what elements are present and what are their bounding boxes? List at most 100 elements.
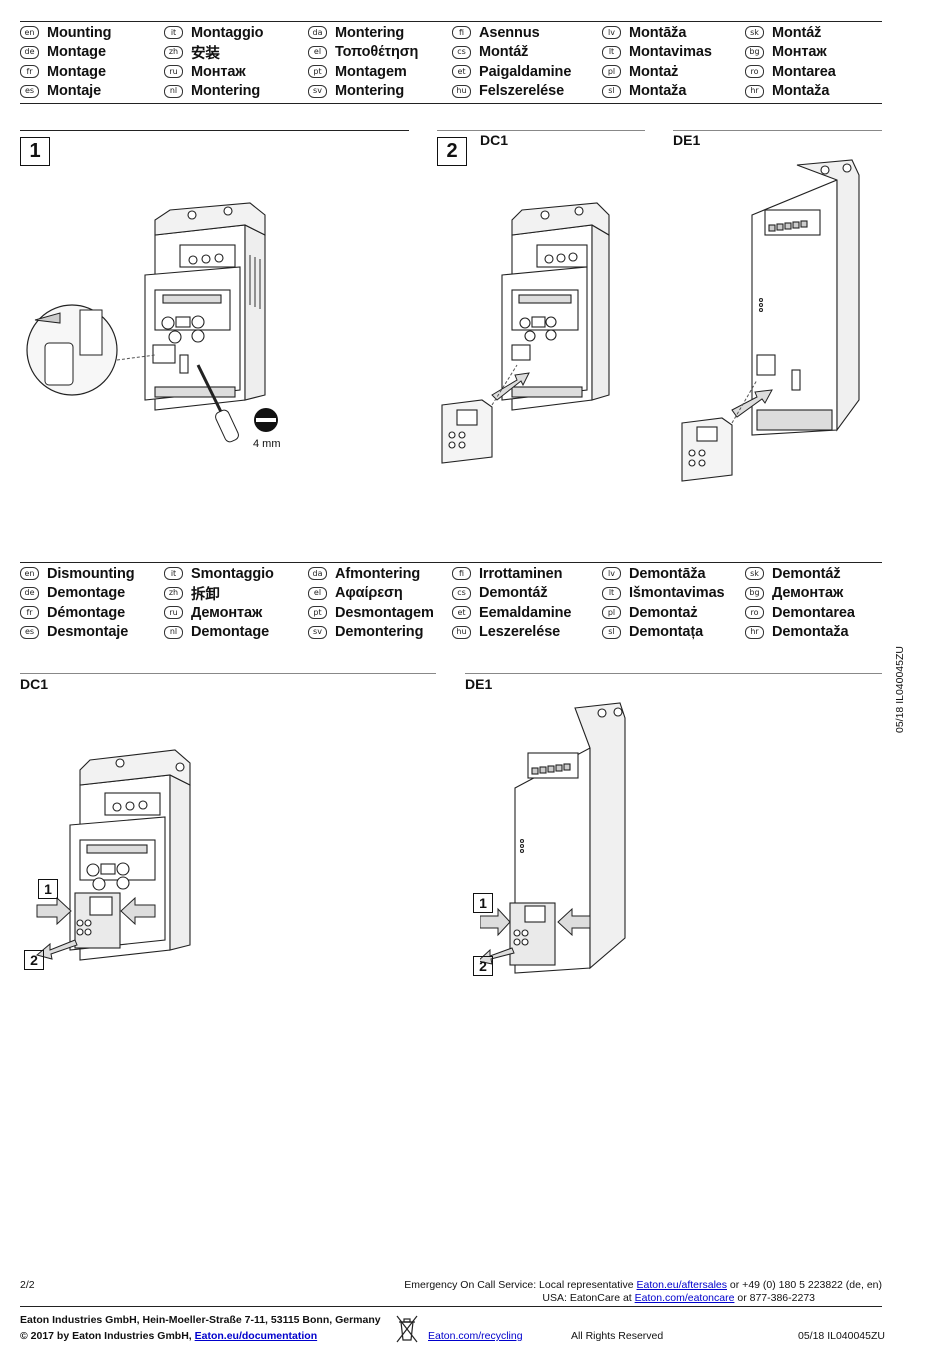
language-heading: Montarea <box>772 63 836 80</box>
language-heading: Démontage <box>47 604 126 621</box>
language-code-badge: lv <box>602 26 621 40</box>
language-entry: el Αφαίρεση <box>308 585 452 603</box>
language-heading: Montavimas <box>629 44 712 61</box>
language-code-badge: sv <box>308 625 327 639</box>
dismount-de1-step2: 2 <box>473 956 493 976</box>
language-heading: Desmontagem <box>335 604 434 621</box>
language-code-badge: pl <box>602 606 621 620</box>
recycling-link[interactable]: Eaton.com/recycling <box>428 1330 523 1342</box>
language-code-badge: pt <box>308 65 327 79</box>
language-code-badge: bg <box>745 586 764 600</box>
dismount-de1-step1: 1 <box>473 893 493 913</box>
language-code-badge: sl <box>602 625 621 639</box>
language-heading: Montaż <box>629 63 679 80</box>
dismount-dc1-label: DC1 <box>20 676 49 692</box>
copyright-prefix: © 2017 by Eaton Industries GmbH, <box>20 1330 195 1342</box>
side-document-code: 05/18 IL040045ZU <box>894 646 906 733</box>
documentation-link[interactable]: Eaton.eu/documentation <box>194 1330 318 1342</box>
language-heading: Αφαίρεση <box>335 585 403 602</box>
language-heading: Afmontering <box>335 565 421 582</box>
language-heading: Leszerelése <box>479 624 561 641</box>
language-code-badge: hr <box>745 625 764 639</box>
language-entry: pt Desmontagem <box>308 604 452 622</box>
dismount-de1-label: DE1 <box>465 676 493 692</box>
eatoncare-link[interactable]: Eaton.com/eatoncare <box>634 1292 735 1304</box>
language-code-badge: sk <box>745 567 764 581</box>
language-heading: Demontaż <box>629 604 698 621</box>
language-code-badge: fi <box>452 26 471 40</box>
copyright-line: © 2017 by Eaton Industries GmbH, Eaton.e… <box>20 1330 317 1342</box>
emergency-prefix: Emergency On Call Service: Local represe… <box>404 1279 637 1291</box>
language-code-badge: cs <box>452 45 471 59</box>
language-heading: Paigaldamine <box>479 63 572 80</box>
language-entry: pt Montagem <box>308 63 452 81</box>
language-code-badge: fr <box>20 606 39 620</box>
step2-badge: 2 <box>437 137 467 166</box>
language-heading: Demontāža <box>629 565 706 582</box>
language-heading: Irrottaminen <box>479 565 563 582</box>
language-code-badge: en <box>20 567 39 581</box>
emergency-line: Emergency On Call Service: Local represe… <box>404 1279 882 1291</box>
language-code-badge: sv <box>308 84 327 98</box>
language-heading: Τοποθέτηση <box>335 44 419 61</box>
language-code-badge: lv <box>602 567 621 581</box>
language-heading: Demontáž <box>479 585 548 602</box>
language-code-badge: el <box>308 586 327 600</box>
language-code-badge: pt <box>308 606 327 620</box>
language-entry: sk Demontáž <box>745 565 882 583</box>
language-code-badge: nl <box>164 625 183 639</box>
language-heading: 安装 <box>191 45 220 62</box>
language-code-badge: da <box>308 26 327 40</box>
dismounting-top-rule <box>20 562 882 563</box>
page-number: 2/2 <box>20 1279 35 1291</box>
rights-text: All Rights Reserved <box>571 1330 664 1342</box>
language-heading: Монтаж <box>191 63 246 80</box>
language-heading: Montāža <box>629 24 687 41</box>
language-code-badge: cs <box>452 586 471 600</box>
language-entry: da Montering <box>308 24 452 42</box>
language-code-badge: et <box>452 606 471 620</box>
language-code-badge: es <box>20 84 39 98</box>
language-code-badge: fr <box>20 65 39 79</box>
step2-rule-de1 <box>673 130 882 131</box>
language-code-badge: zh <box>164 586 183 600</box>
language-heading: Demontaža <box>772 624 849 641</box>
aftersales-link[interactable]: Eaton.eu/aftersales <box>636 1279 728 1291</box>
step1-drive-illustration <box>26 202 278 443</box>
language-heading: Montagem <box>335 63 407 80</box>
language-code-badge: sl <box>602 84 621 98</box>
language-code-badge: en <box>20 26 39 40</box>
mount-de1-label: DE1 <box>673 132 701 148</box>
language-heading: Montering <box>335 24 405 41</box>
language-code-badge: hu <box>452 625 471 639</box>
mount-dc1-illustration <box>441 202 610 464</box>
usa-line: USA: EatonCare at Eaton.com/eatoncare or… <box>542 1292 815 1304</box>
mounting-header-rule <box>20 103 882 104</box>
recycling-link-wrap: Eaton.com/recycling <box>428 1330 523 1342</box>
language-entry: pl Demontaż <box>602 604 745 622</box>
language-heading: Desmontaje <box>47 624 129 641</box>
language-code-badge: de <box>20 45 39 59</box>
language-code-badge: fi <box>452 567 471 581</box>
language-heading: Demontáž <box>772 565 841 582</box>
